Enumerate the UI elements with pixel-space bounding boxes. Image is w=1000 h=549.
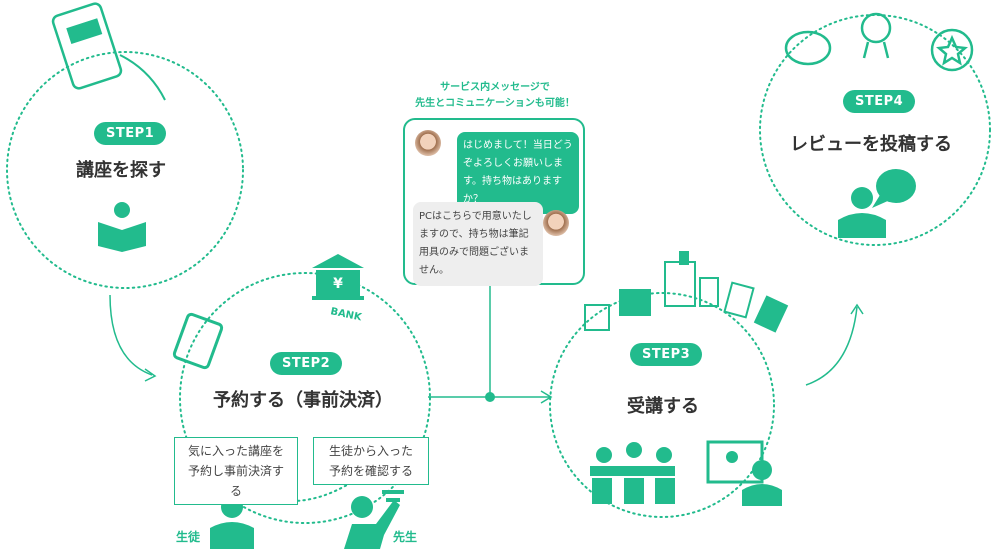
- student-note: 気に入った講座を 予約し事前決済する: [174, 437, 298, 505]
- step1-badge: STEP1: [94, 122, 167, 145]
- speech-bubble-icon: [784, 30, 832, 66]
- reading-person-icon: [98, 202, 146, 252]
- credit-card-icon: [172, 312, 224, 370]
- step3-circle: [549, 292, 775, 518]
- video-lecture-icon: [706, 440, 782, 506]
- teacher-avatar: [543, 210, 569, 236]
- meeting-icon: [590, 442, 675, 504]
- student-label: 生徒: [176, 530, 201, 544]
- step3-badge: STEP3: [630, 343, 703, 366]
- student-message: はじめまして！当日どうぞよろしくお願いします。持ち物はありますか？: [457, 132, 579, 214]
- teacher-note: 生徒から入った 予約を確認する: [313, 437, 429, 485]
- award-medal-icon: [860, 12, 892, 59]
- arrow-step1-step2: [109, 294, 153, 376]
- teacher-note-line1: 生徒から入った: [328, 444, 413, 458]
- caption-line2: 先生とコミュニケーションも可能！: [415, 98, 575, 109]
- step1-circle: [6, 51, 244, 289]
- step2-circle: [179, 272, 431, 524]
- student-note-line1: 気に入った講座を: [187, 444, 284, 458]
- arrow-step3-step4: [805, 306, 858, 386]
- student-avatar: [415, 130, 441, 156]
- yen-symbol: ¥: [333, 276, 343, 292]
- smartphone-hand-icon: [51, 2, 166, 101]
- step4-title: レビューを投稿する: [790, 134, 952, 155]
- teacher-message: PCはこちらで用意いたしますので、持ち物は筆記用具のみで問題ございません。: [413, 202, 543, 286]
- message-chat-box: はじめまして！当日どうぞよろしくお願いします。持ち物はありますか？ PCはこちら…: [403, 118, 585, 286]
- star-badge-icon: [930, 28, 974, 72]
- step4-badge: STEP4: [843, 90, 916, 113]
- city-buildings-icon: [584, 251, 789, 333]
- teacher-note-line2: 予約を確認する: [328, 464, 413, 478]
- step1-title: 講座を探す: [76, 160, 166, 181]
- reviewer-icon: [838, 169, 916, 238]
- teacher-icon: [344, 490, 404, 549]
- message-caption: サービス内メッセージで 先生とコミュニケーションも可能！: [395, 80, 595, 112]
- step2-title: 予約する（事前決済）: [213, 390, 393, 411]
- teacher-label: 先生: [393, 530, 418, 544]
- caption-line1: サービス内メッセージで: [440, 82, 550, 93]
- step3-title: 受講する: [627, 396, 699, 417]
- bank-icon: [312, 254, 364, 300]
- bank-label: BANK: [329, 306, 363, 324]
- step2-badge: STEP2: [270, 352, 343, 375]
- student-note-line2: 予約し事前決済する: [187, 464, 284, 498]
